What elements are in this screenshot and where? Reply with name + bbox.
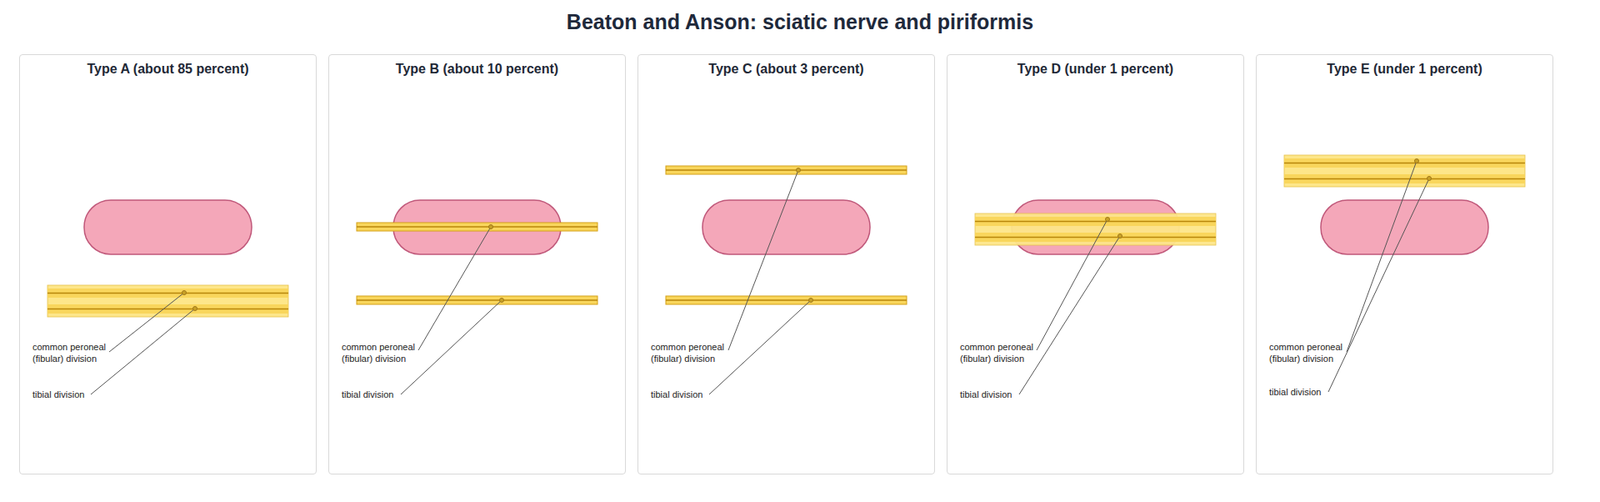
type-panel: Type C (about 3 percent) xyxy=(637,54,935,475)
panel-heading: Type C (about 3 percent) xyxy=(638,61,935,77)
leader-line xyxy=(1036,219,1108,350)
leader-dot xyxy=(1118,234,1123,239)
division-label: common peroneal (fibular) division xyxy=(650,340,735,365)
division-label: common peroneal (fibular) division xyxy=(960,340,1044,365)
leader-dot xyxy=(182,290,187,295)
sciatic-nerve xyxy=(1284,155,1525,187)
panel-art xyxy=(975,200,1216,395)
leader-dot xyxy=(1427,176,1432,181)
piriformis-muscle xyxy=(702,200,870,255)
tibial-division xyxy=(665,295,907,305)
piriformis-muscle xyxy=(1320,200,1489,255)
leader-dot xyxy=(1415,159,1420,164)
piriformis-muscle xyxy=(84,200,252,255)
panel-art xyxy=(47,200,289,395)
leader-line xyxy=(109,292,185,352)
type-panel: Type D (under 1 percent) xyxy=(946,54,1245,475)
type-panel: Type E (under 1 percent) xyxy=(1255,54,1554,475)
diagram-title: Beaton and Anson: sciatic nerve and piri… xyxy=(0,10,1600,35)
leader-dot xyxy=(796,168,801,173)
peroneal-division xyxy=(356,222,598,231)
piriformis-muscle xyxy=(393,200,561,255)
leader-dot xyxy=(193,306,198,311)
panel-heading: Type E (under 1 percent) xyxy=(1256,61,1553,77)
panel-art xyxy=(356,200,598,395)
tibial-division xyxy=(356,295,598,305)
division-label: tibial division xyxy=(650,388,751,400)
peroneal-division xyxy=(665,165,907,175)
leader-dot xyxy=(809,298,814,303)
type-panel: Type A (about 85 percent) xyxy=(19,54,317,475)
panel-heading: Type B (about 10 percent) xyxy=(329,61,625,77)
leader-line xyxy=(1328,178,1430,392)
division-label: tibial division xyxy=(341,388,442,400)
leader-dot xyxy=(489,225,494,230)
sciatic-nerve xyxy=(47,285,289,317)
leader-dot xyxy=(500,298,505,303)
leader-line xyxy=(418,226,491,350)
division-label: common peroneal (fibular) division xyxy=(1269,340,1353,365)
division-label: common peroneal (fibular) division xyxy=(32,340,116,365)
sciatic-nerve xyxy=(975,213,1216,245)
leader-line xyxy=(400,300,502,395)
piriformis-muscle xyxy=(1011,200,1180,255)
panel-heading: Type A (about 85 percent) xyxy=(20,61,316,77)
division-label: tibial division xyxy=(32,388,133,400)
division-label: common peroneal (fibular) division xyxy=(341,340,425,365)
division-label: tibial division xyxy=(1269,385,1370,398)
leader-line xyxy=(709,300,811,395)
leader-dot xyxy=(1105,217,1110,222)
panel-heading: Type D (under 1 percent) xyxy=(947,61,1244,77)
leader-line xyxy=(728,170,799,350)
leader-line xyxy=(90,308,195,395)
type-panel: Type B (about 10 percent) xyxy=(328,54,626,475)
leader-line xyxy=(1019,235,1120,395)
leader-line xyxy=(1346,160,1417,352)
division-label: tibial division xyxy=(960,388,1060,400)
